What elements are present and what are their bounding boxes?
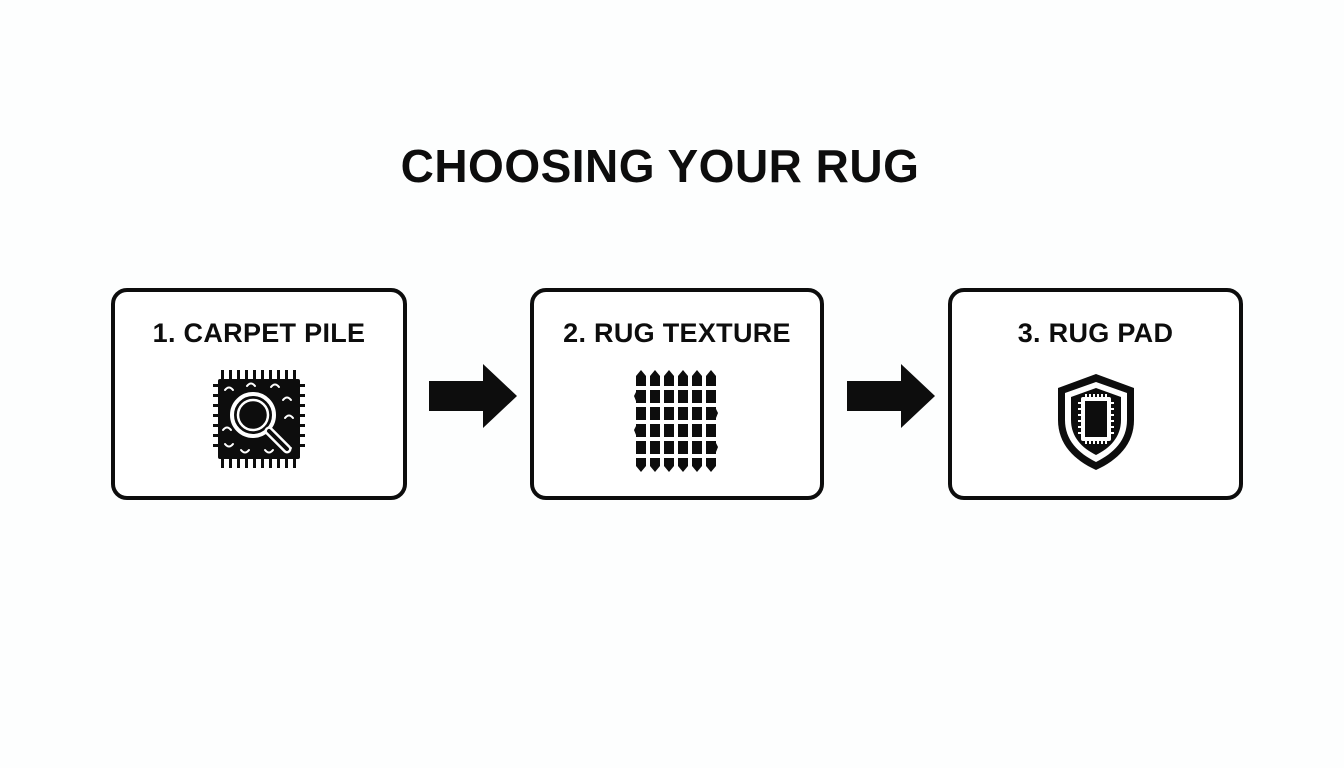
step-card-rug-pad: 3. RUG PAD	[948, 288, 1243, 500]
step-label: 3. RUG PAD	[1017, 318, 1174, 348]
diagram-title: CHOOSING YOUR RUG	[400, 140, 920, 192]
woven-grid-icon	[634, 370, 718, 472]
step-label: 1. CARPET PILE	[152, 318, 366, 348]
step-label: 2. RUG TEXTURE	[563, 318, 791, 348]
step-card-rug-texture: 2. RUG TEXTURE	[530, 288, 824, 500]
arrow-right-icon	[429, 364, 517, 428]
carpet-magnifier-icon	[213, 370, 305, 468]
shield-pad-icon	[1057, 374, 1134, 470]
arrow-right-icon	[847, 364, 935, 428]
step-card-carpet-pile: 1. CARPET PILE	[111, 288, 407, 500]
